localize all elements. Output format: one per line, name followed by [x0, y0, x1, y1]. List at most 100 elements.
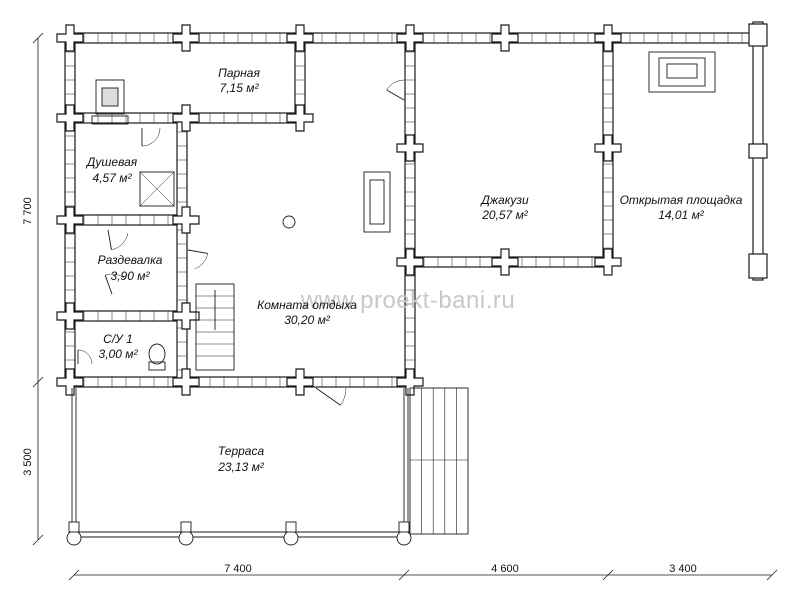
- door-parnaya-swing: [141, 127, 161, 147]
- terrace-post: [66, 530, 82, 546]
- terrace-post-cap: [180, 521, 192, 533]
- room-area-su: 3,00 м²: [99, 347, 139, 361]
- log-corner: [172, 24, 200, 52]
- wall-dushevaya-north: [69, 112, 183, 124]
- wall-south-house: [69, 376, 411, 388]
- wall-komnata-east: [404, 37, 416, 383]
- room-name-dushevaya: Душевая: [85, 155, 138, 169]
- door-dzhakuzi-leaf: [386, 89, 405, 101]
- walls: [56, 21, 768, 396]
- dim-tick: [766, 569, 778, 581]
- watermark: www.proekt-bani.ru: [300, 287, 515, 314]
- log-corner: [172, 368, 200, 396]
- room-name-dzhakuzi: Джакузи: [479, 193, 529, 207]
- toilet-tank: [148, 361, 166, 371]
- wall-su-north: [69, 310, 183, 322]
- shower-diag: [139, 171, 175, 207]
- fireplace-inner: [369, 179, 385, 225]
- log-corner: [56, 302, 84, 330]
- log-corner: [594, 248, 622, 276]
- stairs-outline: [409, 387, 469, 535]
- firepit-outer: [648, 51, 716, 93]
- room-area-komnata: 30,20 м²: [284, 313, 331, 327]
- dimension-bottom-3: 3 400: [669, 563, 697, 575]
- door-terrace-leaf: [315, 387, 341, 406]
- railing-post: [748, 253, 768, 279]
- log-corner: [56, 24, 84, 52]
- log-corner: [286, 368, 314, 396]
- wall-body: [181, 112, 301, 124]
- room-name-terrasa: Терраса: [218, 444, 265, 458]
- log-corner: [491, 24, 519, 52]
- dimension-left-1: 7 700: [22, 197, 34, 225]
- railing-post: [748, 143, 768, 159]
- terrace-post: [283, 530, 299, 546]
- log-corner: [396, 248, 424, 276]
- log-corner: [396, 368, 424, 396]
- log-corner: [491, 248, 519, 276]
- room-name-ploshchadka: Открытая площадка: [620, 193, 743, 207]
- stove-base: [91, 115, 129, 125]
- ceiling-light: [282, 215, 296, 229]
- log-corner: [172, 206, 200, 234]
- log-corner: [594, 24, 622, 52]
- door-razdevalka-leaf: [104, 275, 113, 295]
- shower-tray: [139, 171, 175, 207]
- wall-body: [404, 37, 416, 383]
- terrace-post-cap: [285, 521, 297, 533]
- terrace-post-cap: [68, 521, 80, 533]
- stove-body: [95, 79, 125, 115]
- door-dzhakuzi-swing: [386, 79, 405, 91]
- room-name-komnata: Комната отдыха: [257, 298, 357, 312]
- firepit-inner: [658, 57, 706, 87]
- wall-parnaya-south: [181, 112, 301, 124]
- room-area-dushevaya: 4,57 м²: [93, 171, 133, 185]
- wall-body: [69, 376, 411, 388]
- log-corner: [56, 104, 84, 132]
- door-komnata-razdevalka-leaf: [187, 249, 208, 254]
- dim-tick: [68, 569, 80, 581]
- room-area-parnaya: 7,15 м²: [220, 81, 260, 95]
- terrace-post: [178, 530, 194, 546]
- dimension-bottom-2: 4 600: [491, 563, 519, 575]
- log-corner: [286, 24, 314, 52]
- log-corner: [56, 368, 84, 396]
- fixtures: [66, 51, 716, 546]
- log-corner: [172, 302, 200, 330]
- railing-post: [748, 23, 768, 47]
- door-razdevalka-swing: [105, 273, 126, 279]
- wall-wet-block-east: [176, 117, 188, 383]
- room-area-dzhakuzi: 20,57 м²: [481, 208, 529, 222]
- door-dushevaya-leaf: [107, 229, 112, 250]
- log-corner: [396, 24, 424, 52]
- dimension-lines: [32, 32, 778, 581]
- log-corner: [172, 104, 200, 132]
- terrace-post-cap: [398, 521, 410, 533]
- log-corner: [56, 206, 84, 234]
- wall-razdevalka-north: [69, 214, 183, 226]
- fireplace-outline: [363, 171, 391, 233]
- log-corner: [594, 134, 622, 162]
- door-su-swing: [77, 349, 93, 365]
- dim-tick: [398, 569, 410, 581]
- log-corner: [396, 134, 424, 162]
- staircase-outline: [195, 283, 235, 371]
- door-terrace-swing: [340, 387, 347, 406]
- room-area-razdevalka: 3,90 м²: [111, 269, 151, 283]
- room-name-parnaya: Парная: [218, 66, 260, 80]
- terrace-post: [396, 530, 412, 546]
- dim-tick: [602, 569, 614, 581]
- dimension-left-2: 3 500: [22, 448, 34, 476]
- dim-tick: [32, 376, 44, 388]
- stove-top: [101, 87, 119, 107]
- log-corner: [286, 104, 314, 132]
- dim-tick: [32, 534, 44, 546]
- dim-tick: [32, 32, 44, 44]
- door-komnata-razdevalka-swing: [194, 253, 208, 270]
- door-dushevaya-swing: [111, 233, 128, 250]
- room-area-ploshchadka: 14,01 м²: [658, 208, 705, 222]
- room-area-terrasa: 23,13 м²: [217, 460, 265, 474]
- toilet-bowl: [148, 343, 166, 365]
- dimension-bottom-1: 7 400: [224, 563, 252, 575]
